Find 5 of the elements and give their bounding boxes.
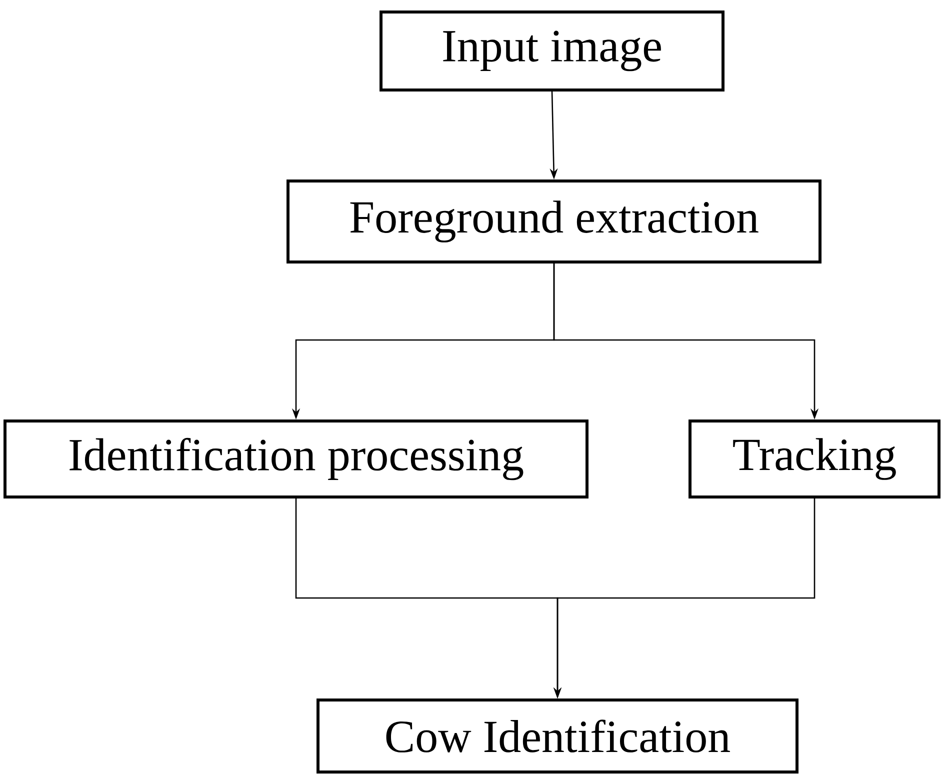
process-box: Identification processing	[4, 420, 588, 498]
process-box: Foreground extraction	[286, 180, 822, 264]
process-box: Tracking	[688, 420, 940, 498]
process-box: Cow Identification	[316, 698, 798, 774]
process-box: Input image	[380, 10, 724, 92]
